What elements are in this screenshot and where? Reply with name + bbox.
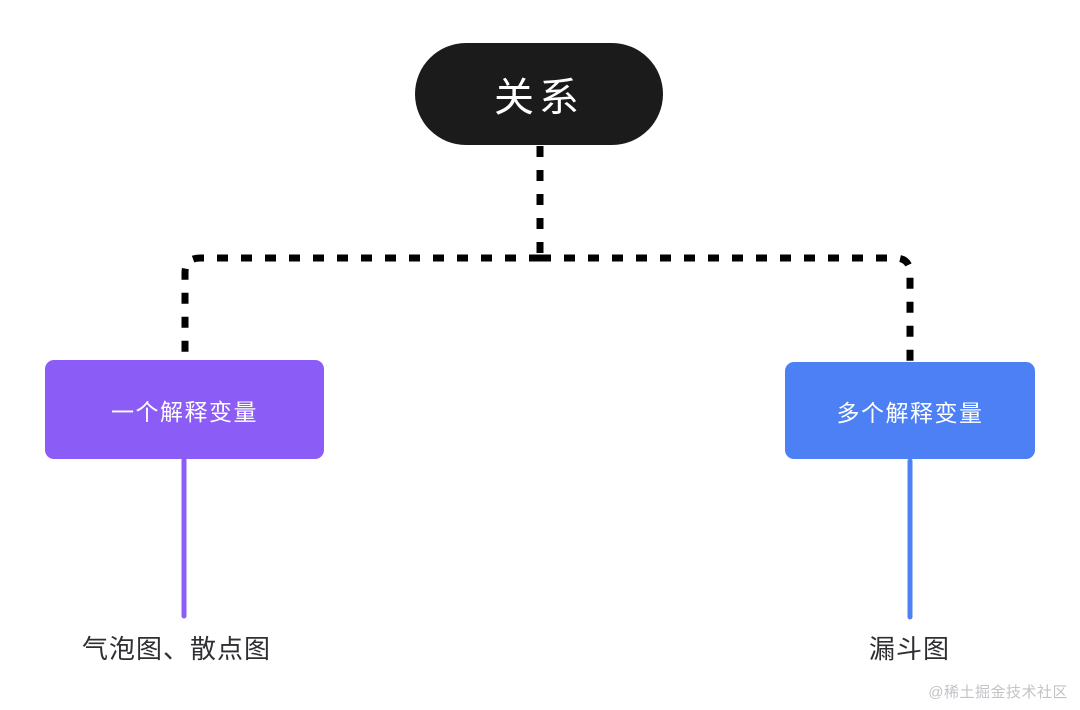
branch-node-label-left: 一个解释变量: [111, 398, 258, 425]
branch-node-label-right: 多个解释变量: [836, 399, 984, 426]
root-node-label: 关系: [494, 76, 584, 120]
branch-node-single-variable[interactable]: 一个解释变量: [45, 360, 324, 459]
leaf-label-bubble-scatter: 气泡图、散点图: [82, 634, 272, 664]
branch-node-multiple-variables[interactable]: 多个解释变量: [785, 362, 1035, 459]
leaf-label-funnel: 漏斗图: [869, 634, 951, 664]
connector-left-branch: [181, 254, 540, 360]
connector-right-branch: [540, 254, 914, 362]
root-node-relationship[interactable]: 关系: [415, 43, 663, 145]
watermark: @稀土掘金技术社区: [928, 684, 1068, 701]
